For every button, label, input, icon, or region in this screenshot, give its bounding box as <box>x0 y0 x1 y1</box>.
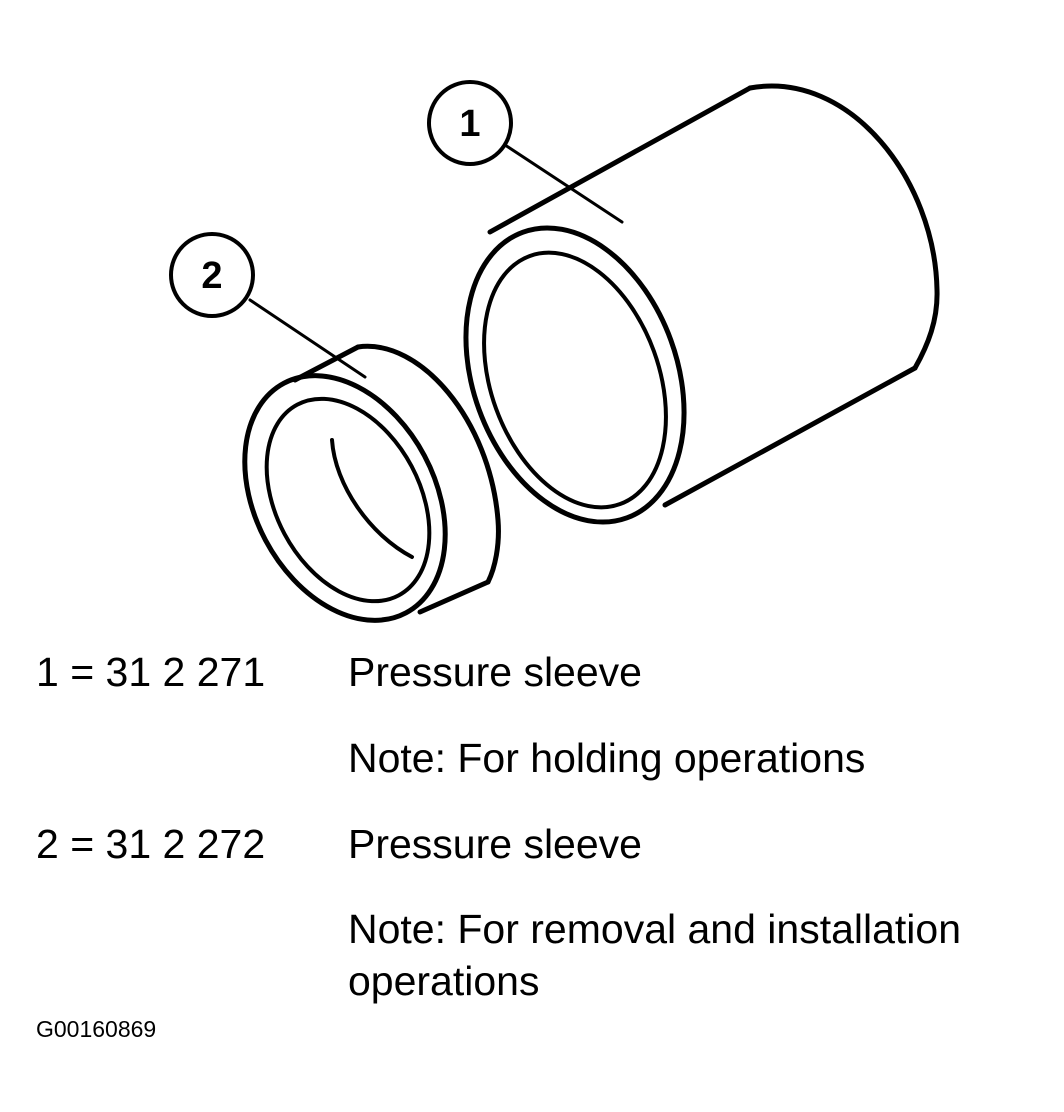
parts-illustration: 1 2 <box>169 80 940 623</box>
legend-description-1: Pressure sleeve <box>348 649 642 695</box>
callout-number-2: 2 <box>201 255 222 297</box>
legend-note-1: Note: For holding operations <box>348 735 866 781</box>
pressure-sleeve-small <box>242 343 501 623</box>
legend-description-2: Pressure sleeve <box>348 821 642 867</box>
pressure-sleeve-large <box>463 83 940 525</box>
callout-number-1: 1 <box>459 103 480 145</box>
legend-key-1: 1 = 31 2 271 <box>36 649 266 695</box>
leader-line-2 <box>248 298 367 379</box>
leader-line-1 <box>503 143 624 224</box>
legend-note-2: Note: For removal and installation opera… <box>348 906 962 1004</box>
callout-circle-2 <box>169 232 255 318</box>
callout-circle-1 <box>427 80 513 166</box>
figure-id: G00160869 <box>36 1016 157 1042</box>
legend-key-2: 2 = 31 2 272 <box>36 821 266 867</box>
